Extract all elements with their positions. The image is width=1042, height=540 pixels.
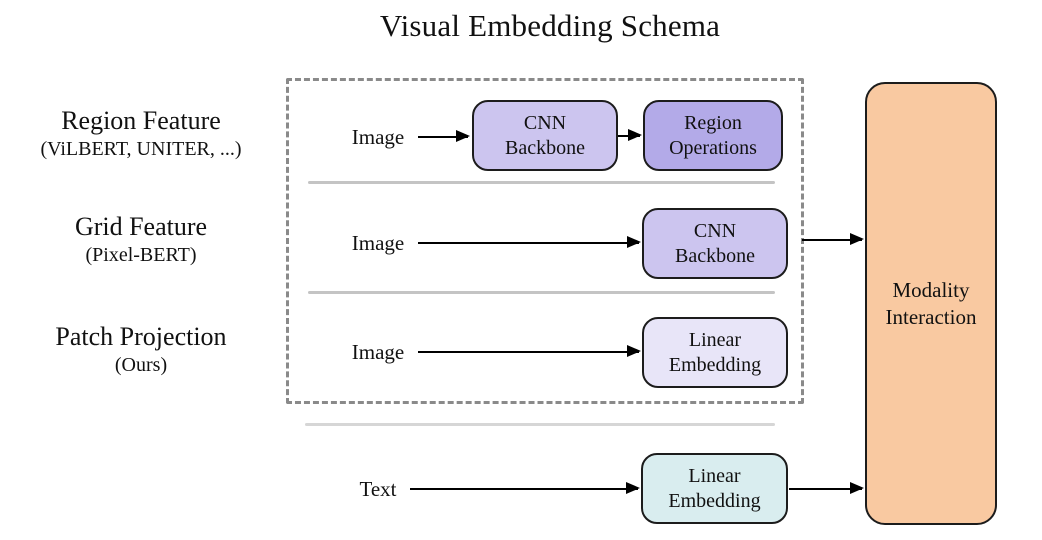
label-region-feature-subtitle: (ViLBERT, UNITER, ...): [40, 138, 242, 160]
arrow-text-to-linear-embedding: [410, 482, 640, 495]
divider-grid-patch: [308, 291, 775, 294]
region-operations-box: Region Operations: [643, 100, 783, 171]
label-region-feature-title: Region Feature: [61, 106, 221, 135]
label-grid-feature: Grid Feature (Pixel-BERT): [0, 212, 282, 269]
label-grid-feature-subtitle: (Pixel-BERT): [85, 244, 197, 266]
arrow-image-to-cnn-grid-row: [418, 236, 641, 249]
cnn-backbone-box-region-row: CNN Backbone: [472, 100, 618, 171]
arrow-image-to-cnn-region-row: [418, 130, 470, 143]
label-region-feature: Region Feature (ViLBERT, UNITER, ...): [0, 106, 282, 163]
label-grid-feature-title: Grid Feature: [74, 212, 208, 241]
linear-embedding-box-text-row: Linear Embedding: [641, 453, 788, 524]
divider-visual-text: [305, 423, 775, 426]
arrow-text-to-modality-interaction: [789, 482, 864, 495]
arrow-cnn-to-region-operations: [618, 129, 642, 142]
input-label-image-patch-row: Image: [351, 340, 405, 364]
arrow-image-to-linear-embedding: [418, 345, 641, 358]
modality-interaction-box: Modality Interaction: [865, 82, 997, 525]
page-title: Visual Embedding Schema: [379, 8, 721, 43]
input-label-text-row: Text: [359, 477, 397, 501]
arrow-visual-to-modality-interaction: [802, 233, 864, 246]
linear-embedding-box-patch-row: Linear Embedding: [642, 317, 788, 388]
label-patch-projection-title: Patch Projection: [55, 322, 227, 351]
visual-embedding-group-box: [286, 78, 804, 404]
cnn-backbone-box-grid-row: CNN Backbone: [642, 208, 788, 279]
input-label-image-region-row: Image: [351, 125, 405, 149]
label-patch-projection: Patch Projection (Ours): [0, 322, 282, 379]
divider-region-grid: [308, 181, 775, 184]
label-patch-projection-subtitle: (Ours): [114, 354, 168, 376]
input-label-image-grid-row: Image: [351, 231, 405, 255]
